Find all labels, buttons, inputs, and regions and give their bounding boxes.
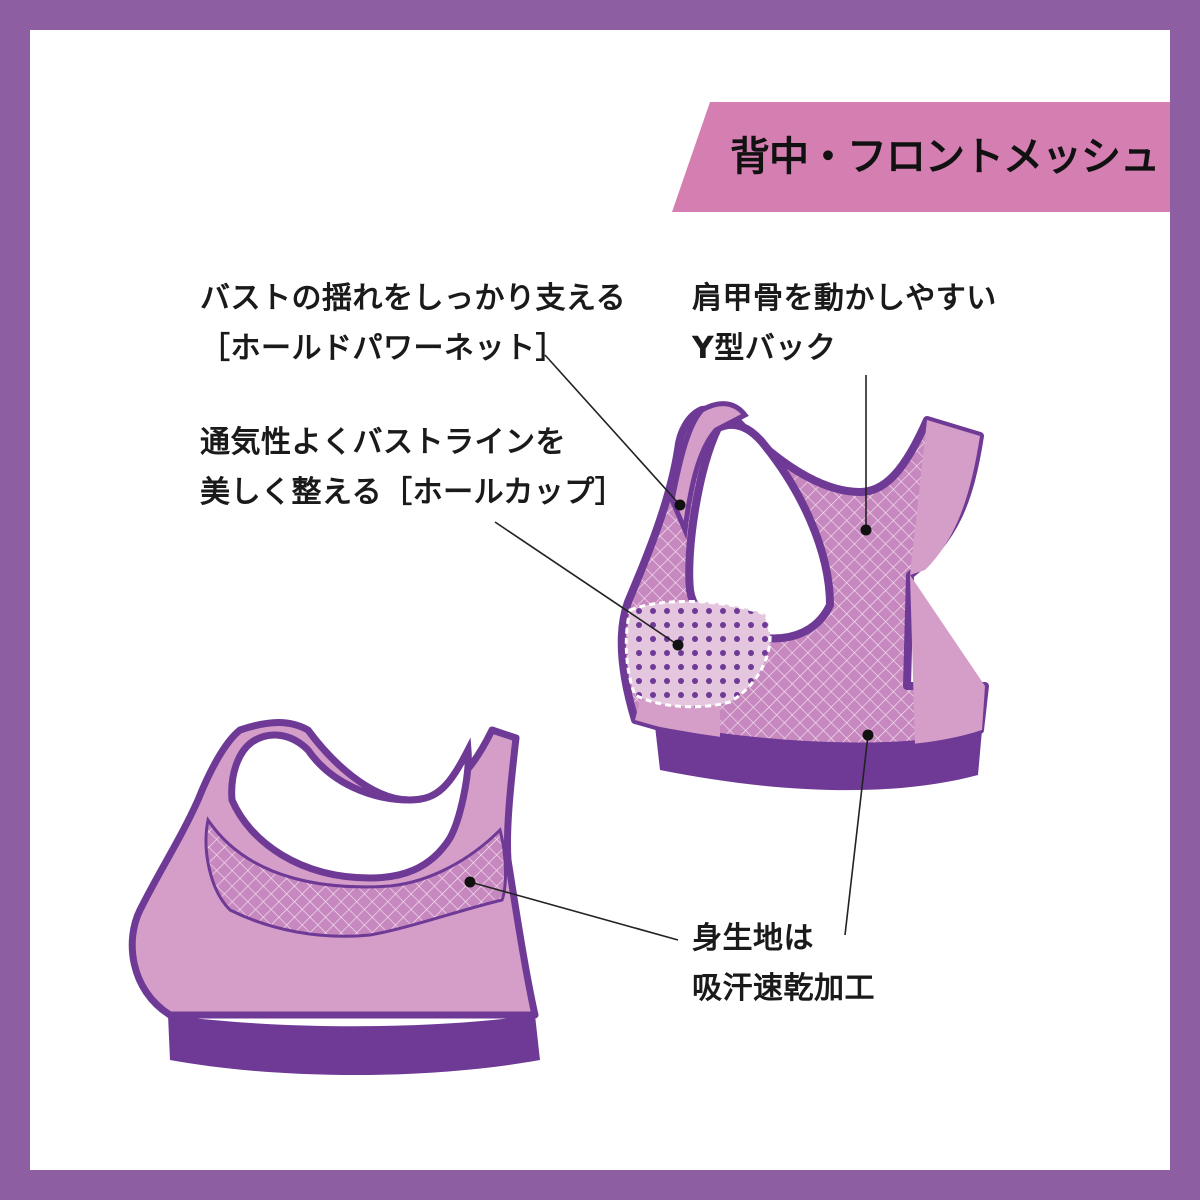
banner-title: 背中・フロントメッシュ	[730, 134, 1160, 180]
dot-fabric-back	[862, 729, 874, 741]
callout-fabric-line2: 吸汗速乾加工	[692, 971, 875, 1006]
callout-dots	[464, 499, 874, 888]
callout-whole-cup-line1: 通気性よくバストラインを	[200, 425, 566, 460]
front-neckline	[228, 731, 472, 882]
dot-y-back	[860, 524, 872, 536]
front-view-bra	[128, 719, 540, 1075]
callout-y-back: 肩甲骨を動かしやすい Y型バック	[692, 274, 997, 374]
callout-y-back-line1: 肩甲骨を動かしやすい	[692, 281, 997, 316]
diagram-frame: 背中・フロントメッシュ	[30, 30, 1170, 1170]
back-armhole	[685, 420, 835, 643]
callout-y-back-line2: Y型バック	[692, 331, 837, 366]
callout-whole-cup: 通気性よくバストラインを 美しく整える［ホールカップ］	[200, 418, 625, 518]
leader-lines	[469, 354, 869, 941]
back-hem-band	[655, 726, 982, 791]
whole-cup	[624, 600, 772, 709]
dot-power-net	[674, 499, 686, 511]
callout-fabric-line1: 身生地は	[692, 921, 814, 956]
back-view-bra	[617, 401, 989, 791]
dot-whole-cup	[672, 639, 684, 651]
callout-fabric: 身生地は 吸汗速乾加工	[692, 914, 875, 1014]
title-banner: 背中・フロントメッシュ	[672, 102, 1170, 212]
callout-whole-cup-line2: 美しく整える［ホールカップ］	[200, 475, 626, 510]
bra-illustration	[128, 354, 989, 1075]
front-hem-band	[168, 1015, 540, 1075]
dot-fabric-front	[464, 876, 476, 888]
callout-power-net-line2: ［ホールドパワーネット］	[200, 331, 566, 366]
callout-power-net-line1: バストの揺れをしっかり支える	[200, 281, 627, 316]
callout-power-net: バストの揺れをしっかり支える ［ホールドパワーネット］	[200, 274, 626, 374]
